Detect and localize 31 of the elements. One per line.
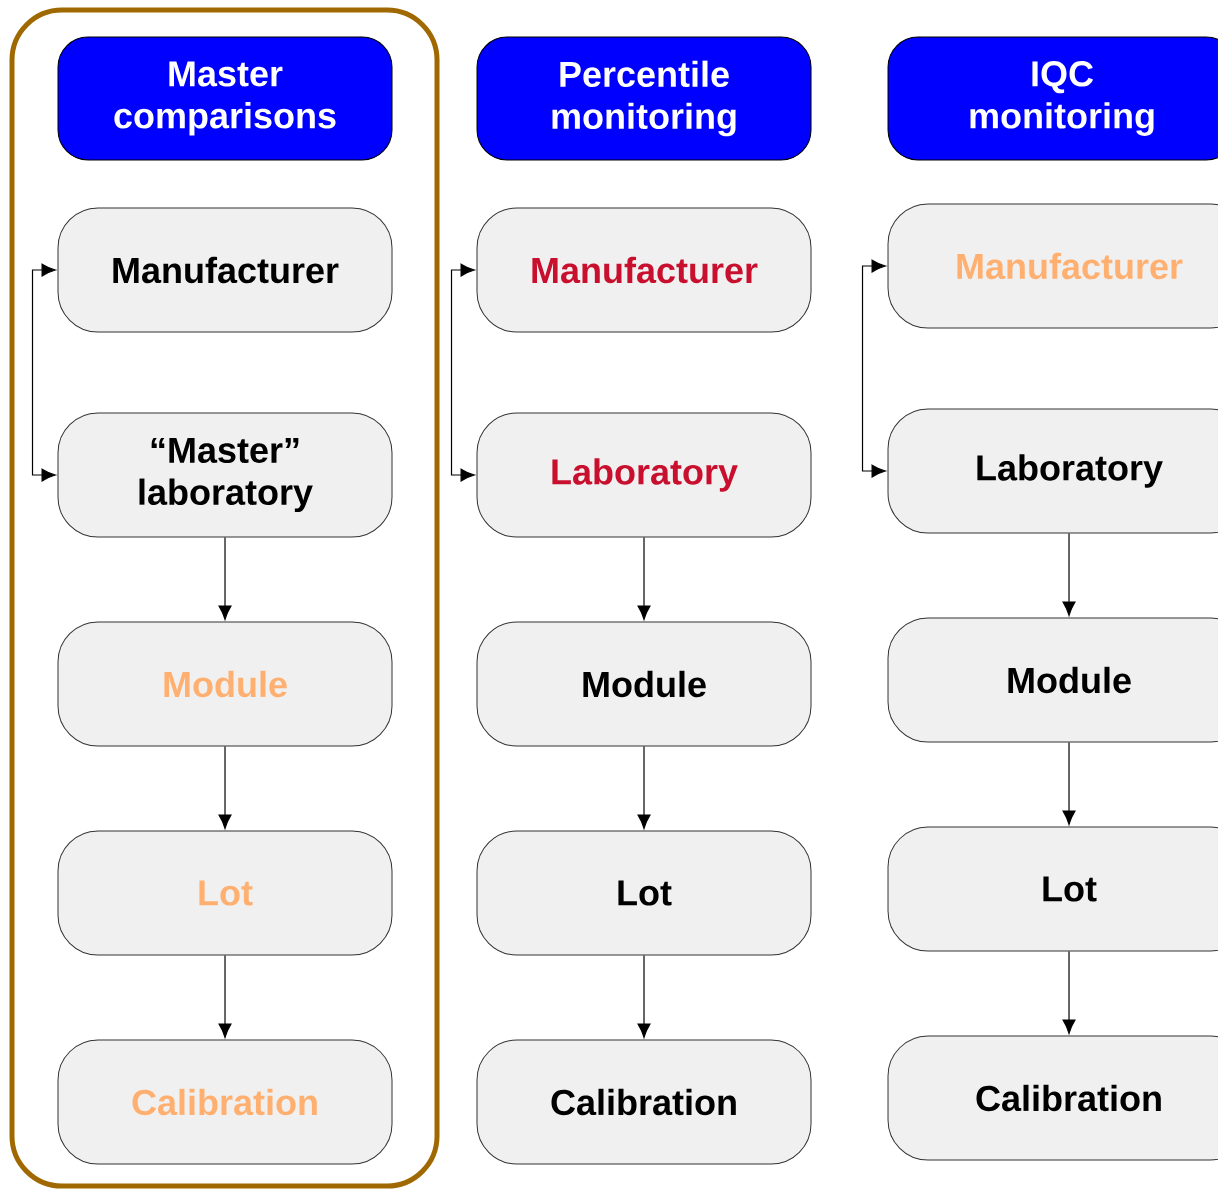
process-box: Module — [476, 621, 812, 747]
header-box: Percentile monitoring — [476, 36, 812, 161]
process-box: Manufacturer — [887, 203, 1218, 329]
process-box: Calibration — [887, 1035, 1218, 1161]
process-box: Module — [887, 617, 1218, 743]
process-box: Laboratory — [887, 408, 1218, 534]
arrow — [1062, 741, 1076, 825]
process-box: Lot — [887, 826, 1218, 952]
arrow — [637, 745, 651, 829]
header-box: IQC monitoring — [887, 36, 1218, 161]
process-box: Manufacturer — [476, 207, 812, 333]
process-box: Calibration — [57, 1039, 393, 1165]
group-frame — [9, 7, 440, 1189]
process-box: Manufacturer — [57, 207, 393, 333]
process-box: Lot — [476, 830, 812, 956]
arrow — [218, 536, 232, 620]
process-box: Lot — [57, 830, 393, 956]
process-box: Module — [57, 621, 393, 747]
bracket-arrow — [861, 259, 886, 478]
arrow — [1062, 950, 1076, 1034]
process-box: Laboratory — [476, 412, 812, 538]
bracket-arrow — [31, 263, 56, 482]
process-box: Calibration — [476, 1039, 812, 1165]
arrow — [1062, 532, 1076, 616]
bracket-arrow — [450, 263, 475, 482]
header-box: Master comparisons — [57, 36, 393, 161]
arrow — [218, 745, 232, 829]
arrow — [218, 954, 232, 1038]
process-box: “Master” laboratory — [57, 412, 393, 538]
arrow — [637, 954, 651, 1038]
arrow — [637, 536, 651, 620]
